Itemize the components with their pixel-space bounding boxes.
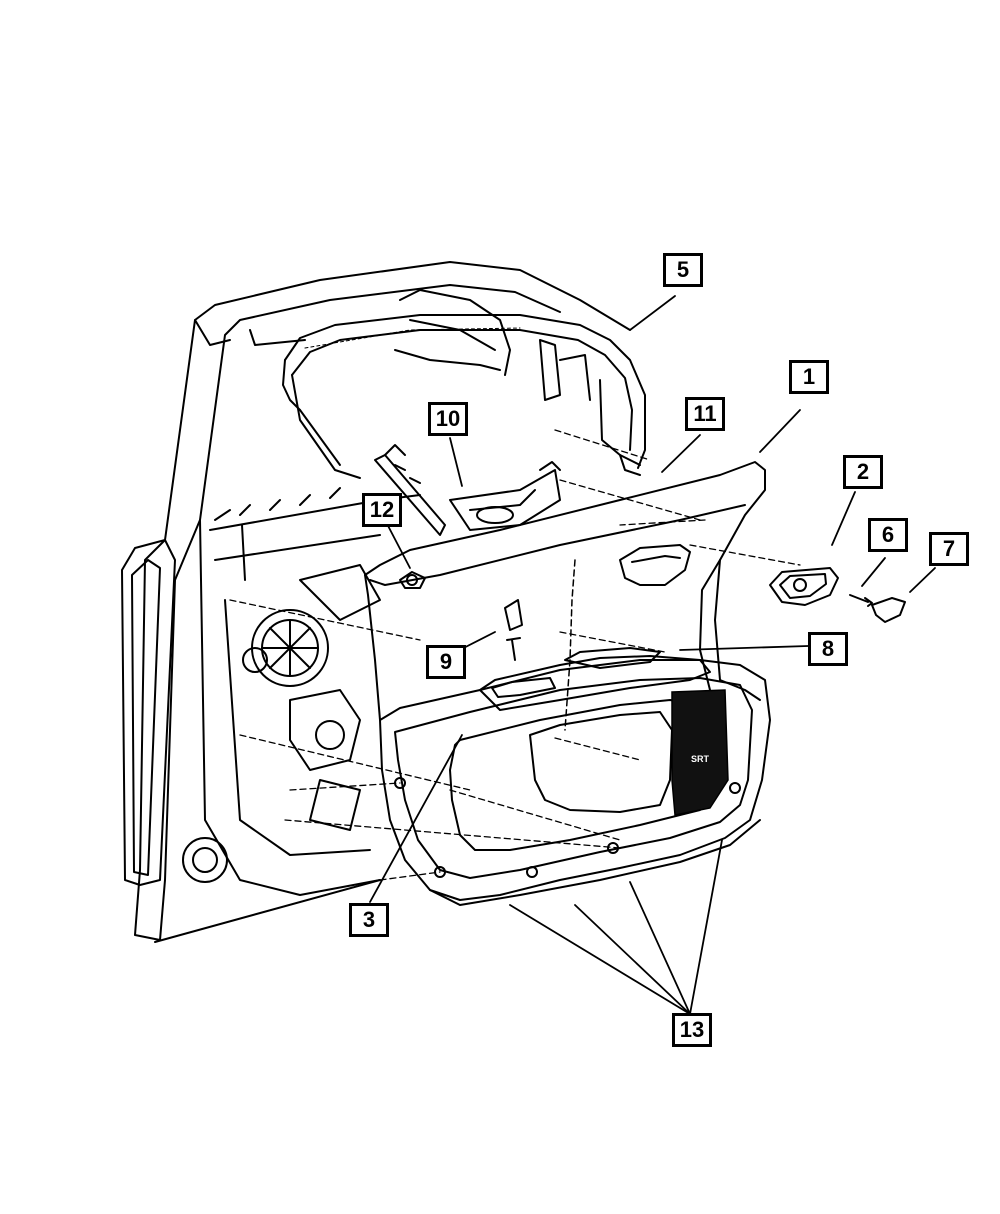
latch-bracket <box>449 461 561 531</box>
callout-7-label: 7 <box>942 536 956 561</box>
leader-lines <box>369 295 936 1015</box>
map-pocket-bin <box>239 631 771 906</box>
callout-6-label: 6 <box>881 522 895 547</box>
callout-1: 1 <box>789 360 829 394</box>
push-pin <box>504 599 523 661</box>
callout-12: 12 <box>362 493 402 527</box>
callout-8: 8 <box>808 632 848 666</box>
callout-3: 3 <box>349 903 389 937</box>
callout-7: 7 <box>929 532 969 566</box>
callout-13: 13 <box>672 1013 712 1047</box>
division-bar <box>374 444 446 536</box>
screw-cap <box>871 597 906 623</box>
callout-2-label: 2 <box>856 459 870 484</box>
callout-9: 9 <box>426 645 466 679</box>
handle-bezel <box>769 567 839 606</box>
callout-11-label: 11 <box>693 401 717 426</box>
callout-1-label: 1 <box>802 364 816 389</box>
callout-10-label: 10 <box>435 406 461 431</box>
callout-13-label: 13 <box>679 1017 705 1042</box>
trim-panel <box>364 461 766 731</box>
badge-text: SRT <box>691 754 710 764</box>
glass-run-seal <box>282 314 646 479</box>
alignment-lines <box>229 429 801 641</box>
callout-12-label: 12 <box>369 497 395 522</box>
callout-6: 6 <box>868 518 908 552</box>
screw <box>849 594 873 607</box>
callout-9-label: 9 <box>439 649 453 674</box>
callout-11: 11 <box>685 397 725 431</box>
callout-8-label: 8 <box>821 636 835 661</box>
callout-3-label: 3 <box>362 907 376 932</box>
callout-2: 2 <box>843 455 883 489</box>
callout-5-label: 5 <box>676 257 690 282</box>
callout-5: 5 <box>663 253 703 287</box>
door-frame <box>121 261 631 943</box>
srt-badge: SRT <box>671 689 729 816</box>
callout-10: 10 <box>428 402 468 436</box>
